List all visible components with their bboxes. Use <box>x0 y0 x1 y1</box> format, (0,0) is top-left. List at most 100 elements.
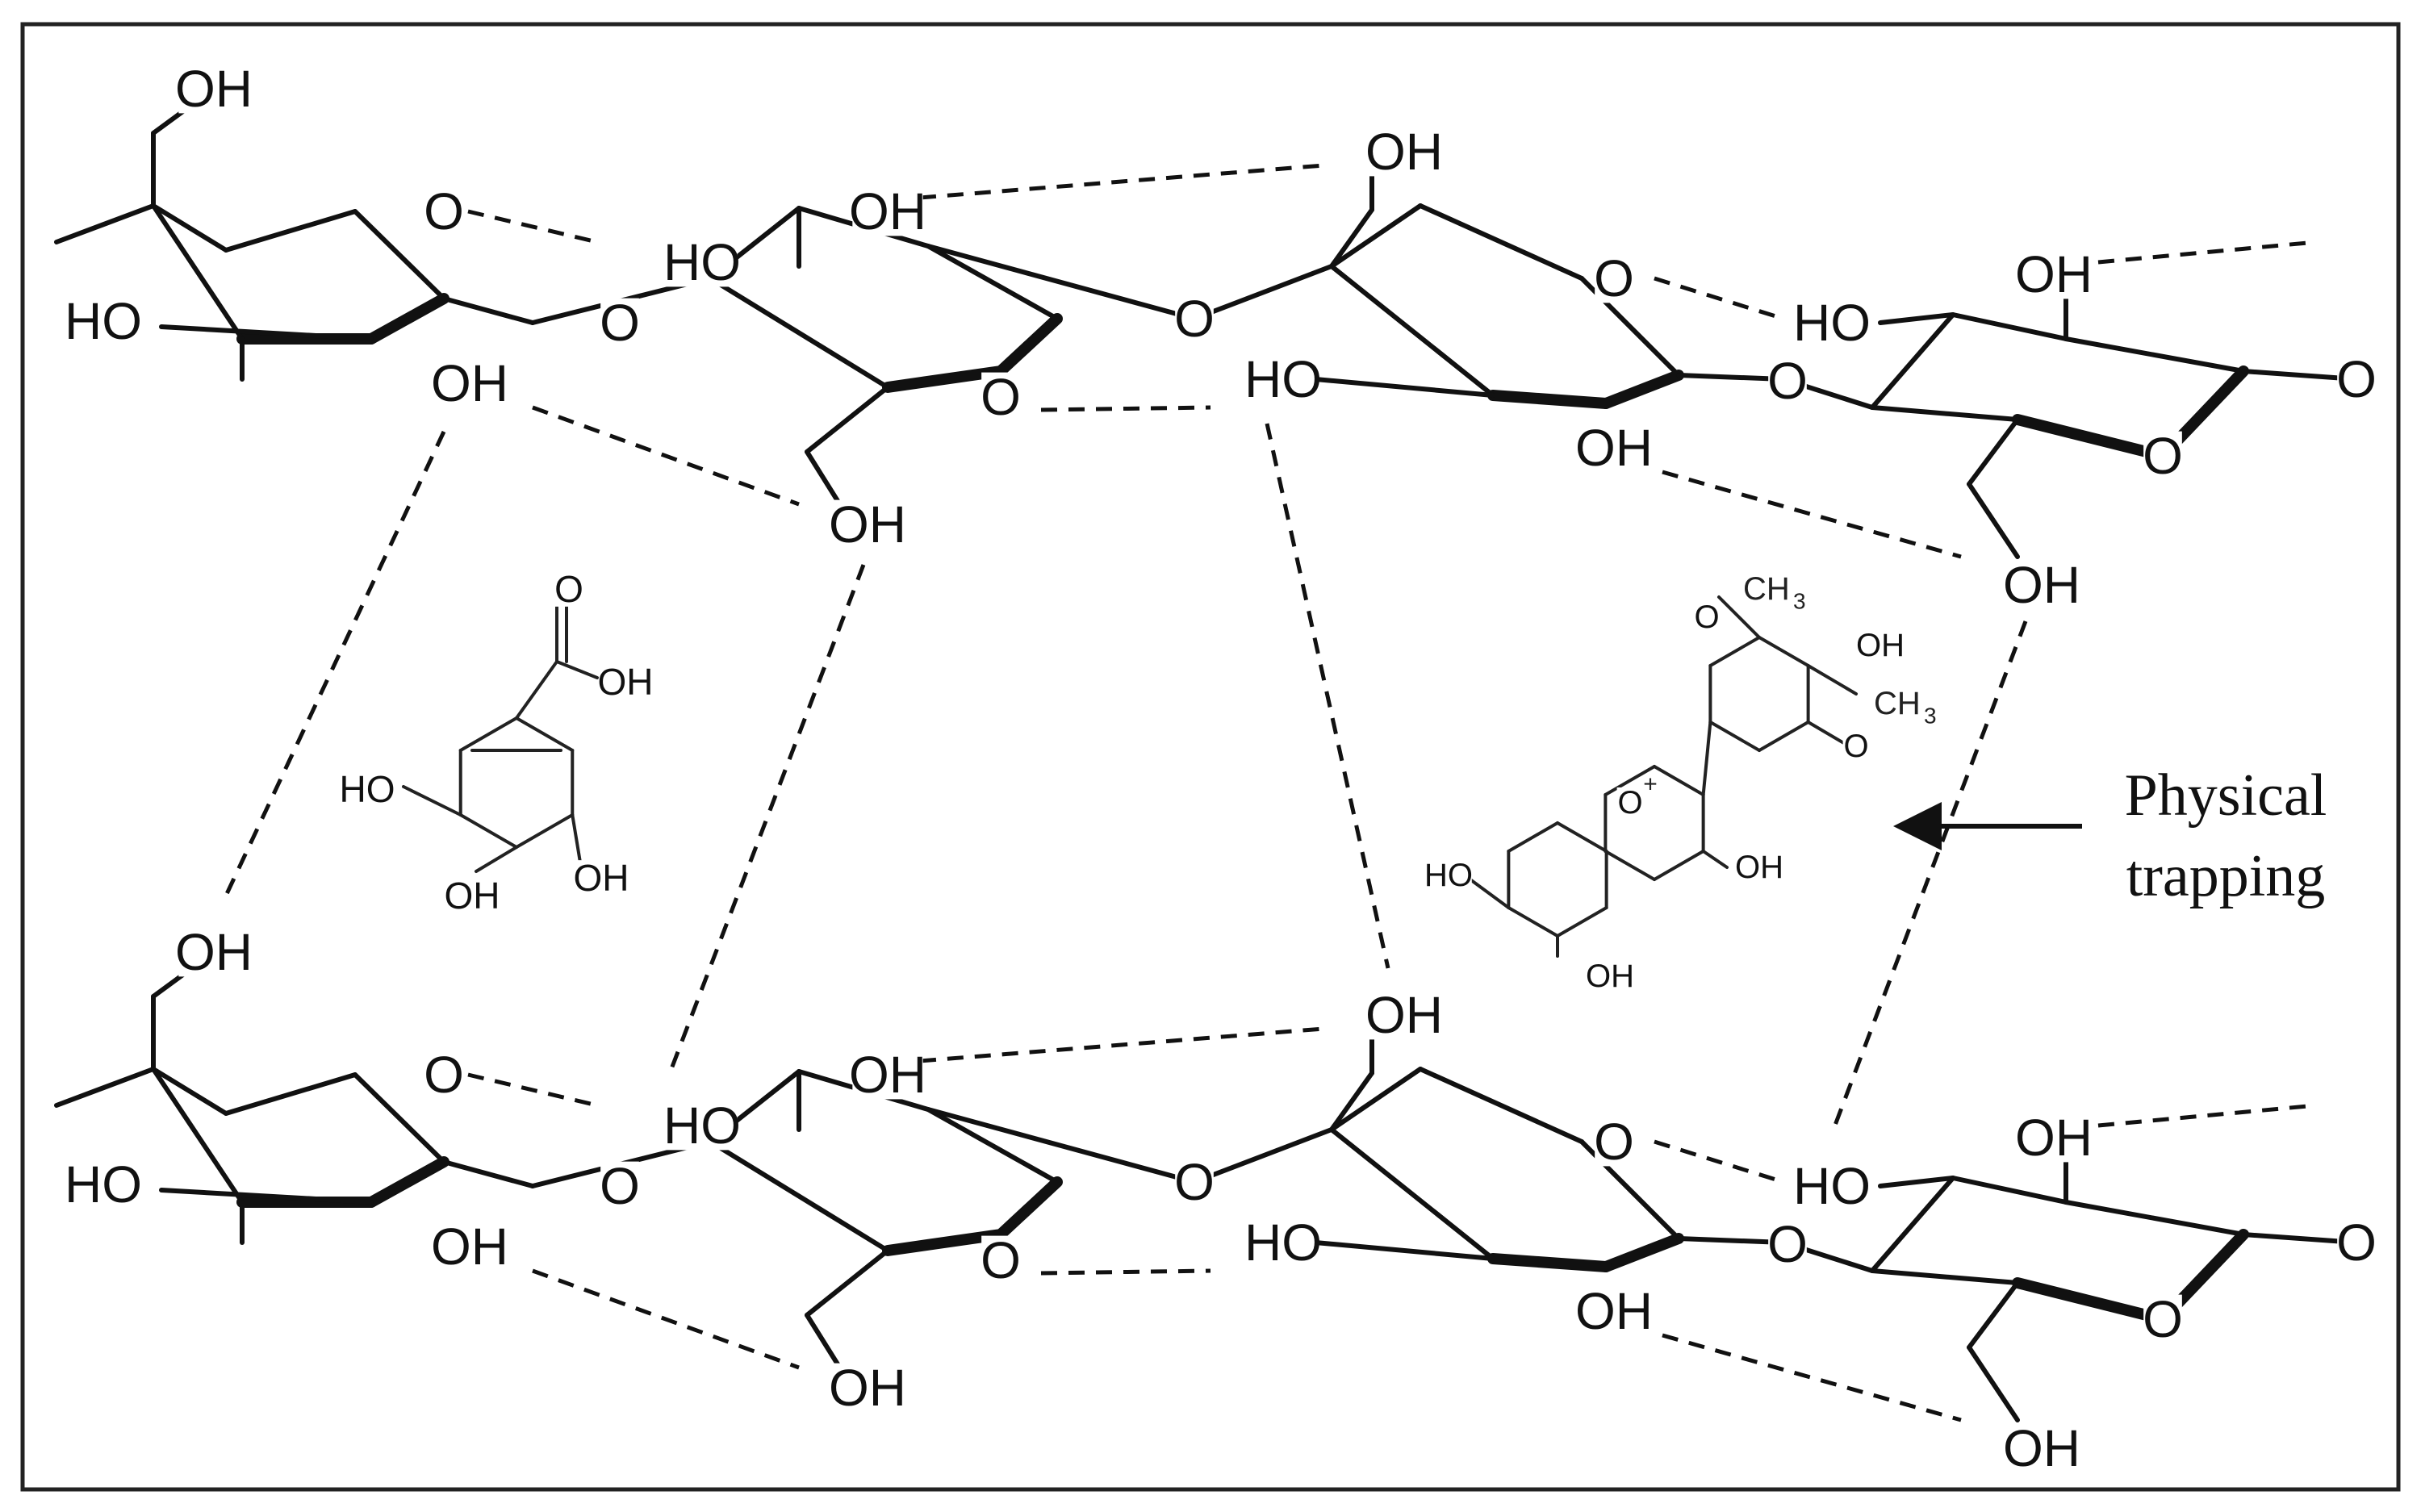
hydrogen-bond-dashed <box>2097 1103 2317 1128</box>
lower-chain-ring4-bond <box>1870 1268 2020 1285</box>
label-mask <box>667 237 738 287</box>
label-mask <box>424 186 463 236</box>
label-mask <box>2337 1218 2376 1268</box>
upper-chain-ring3-bond <box>1487 390 1612 409</box>
lower-chain-sub-bond <box>1329 1071 1374 1132</box>
upper-chain-ring3-bond <box>1418 203 1584 281</box>
upper-chain-hydroxyl: OH <box>849 182 926 240</box>
hydrogen-bond-dashed <box>1040 405 1211 412</box>
upper-chain-glycosidic-bond <box>1676 373 1786 382</box>
anthocyanin-ring-bond <box>1556 821 1608 853</box>
anthocyanin-hydroxyl-bond <box>1701 850 1729 869</box>
label-mask <box>1248 1218 1319 1268</box>
lower-chain-ring-oxygen: O <box>424 1046 464 1104</box>
lower-chain-glycosidic-bond <box>1676 1236 1786 1245</box>
upper-chain-ring-oxygen: O <box>1594 249 1634 307</box>
upper-chain-glycosidic-bond <box>1192 264 1334 321</box>
lower-chain-ring-oxygen: O <box>981 1231 1021 1289</box>
anthocyanin-methyl-subscript: 3 <box>1793 589 1806 614</box>
upper-chain-sub-bond <box>1329 207 1374 269</box>
label-mask <box>2006 560 2077 610</box>
lower-chain-ring2-bond <box>926 1107 1060 1184</box>
label-mask <box>667 1101 738 1151</box>
hydrogen-bond-dashed <box>1040 1268 1211 1276</box>
lower-chain-ring4-bond <box>2012 1277 2168 1325</box>
lower-chain-hydroxyl: OH <box>1365 986 1443 1044</box>
label-mask <box>2018 249 2089 299</box>
lower-chain-ring1-bond <box>151 1067 245 1205</box>
upper-chain-sub-bond <box>159 324 374 341</box>
label-mask <box>1248 354 1319 404</box>
lower-chain-ring1-bond <box>353 1072 446 1164</box>
hydrogen-bond-dashed <box>1662 470 1962 559</box>
label-mask <box>1175 1157 1214 1207</box>
lower-chain-hydroxyl: HO <box>1244 1213 1322 1272</box>
upper-chain-sub-bond <box>1313 377 1495 398</box>
gallic-acid-oxygen: O <box>554 568 583 610</box>
lower-chain-hydroxyl: HO <box>663 1096 741 1155</box>
label-mask <box>1768 1219 1807 1269</box>
upper-chain-ring3-bond <box>1329 264 1495 398</box>
lower-chain-terminal-oxygen: O <box>2336 1213 2377 1272</box>
label-mask <box>1369 990 1440 1040</box>
upper-chain-ring2-bond <box>926 244 1060 321</box>
upper-chain-ring1-bond <box>151 203 245 341</box>
label-mask <box>600 298 639 348</box>
upper-chain-glycosidic-oxygen: O <box>1767 352 1808 410</box>
label-mask <box>2143 431 2182 481</box>
label-mask <box>1578 423 1650 473</box>
anthocyanin-charge: + <box>1643 771 1658 798</box>
upper-chain-hydroxyl: HO <box>65 292 142 350</box>
hydrogen-bond-dashed <box>1654 276 1784 321</box>
lower-chain-glycosidic-bond <box>926 1107 1197 1184</box>
lower-chain-ring3-bond <box>1329 1067 1423 1132</box>
upper-chain-ring1-bond <box>224 209 358 253</box>
lower-chain-ring1-bond <box>151 1067 228 1116</box>
upper-chain-sub-bond <box>805 385 890 454</box>
lower-chain-ring3-bond <box>1329 1127 1495 1261</box>
label-mask <box>68 1159 139 1209</box>
lower-chain-ring-oxygen: O <box>2143 1290 2183 1348</box>
anthocyanin-methyl: CH <box>1743 571 1790 607</box>
hydrogen-bond-dashed <box>467 209 598 244</box>
gallic-acid-ring-bond <box>458 716 518 752</box>
upper-chain-glycosidic-oxygen: O <box>600 294 640 352</box>
anthocyanin-ring-bond <box>1708 636 1761 667</box>
anthocyanin-ring-oxygen: O <box>1617 785 1642 821</box>
anthocyanin-methoxy-bond <box>1717 595 1761 639</box>
upper-chain-glycosidic-bond <box>441 296 535 325</box>
gallic-acid-hydroxyl: HO <box>340 768 395 810</box>
gallic-acid-substituent-bond <box>571 813 583 869</box>
hydrogen-bond-dashed <box>1662 1333 1962 1422</box>
lower-chain-ring4-bond <box>1870 1176 1955 1273</box>
label-mask <box>1736 852 1783 883</box>
label-mask <box>1842 731 1870 762</box>
lower-chain-ring1-bond <box>224 1072 358 1116</box>
hydrogen-bond-dashed <box>224 430 446 897</box>
anthocyanin-ring-bond <box>1653 765 1705 796</box>
upper-chain-hydroxyl: HO <box>663 233 741 291</box>
anthocyanin-methyl-subscript: 3 <box>1924 704 1937 729</box>
lower-chain-sub-bond <box>1313 1240 1495 1261</box>
upper-chain-hydroxyl: OH <box>175 60 253 118</box>
gallic-acid-hydroxyl: OH <box>574 857 629 899</box>
lower-chain-glycosidic-oxygen: O <box>600 1157 640 1215</box>
lower-chain-sub-bond <box>1878 1176 1955 1188</box>
anthocyanin-hydroxyl: OH <box>1735 850 1783 885</box>
lower-chain-ring2-bond <box>708 1139 890 1253</box>
gallic-acid-hydroxyl: OH <box>598 661 654 703</box>
label-mask <box>1595 253 1633 303</box>
label-mask <box>852 1050 923 1100</box>
label-mask <box>599 664 652 700</box>
label-mask <box>981 1235 1020 1285</box>
anthocyanin-hydroxyl-bond <box>1806 664 1858 695</box>
upper-chain-hydroxyl: OH <box>1365 123 1443 181</box>
hydrogen-bond-dashed <box>532 405 800 507</box>
upper-chain-ring1-bond <box>151 203 228 253</box>
anthocyanin-ring-bond <box>1653 850 1705 881</box>
upper-chain-hydroxyl: OH <box>829 495 906 553</box>
lower-chain-hydroxyl: HO <box>65 1155 142 1213</box>
upper-chain-ring4-bond <box>2063 336 2246 374</box>
label-mask <box>554 571 584 607</box>
